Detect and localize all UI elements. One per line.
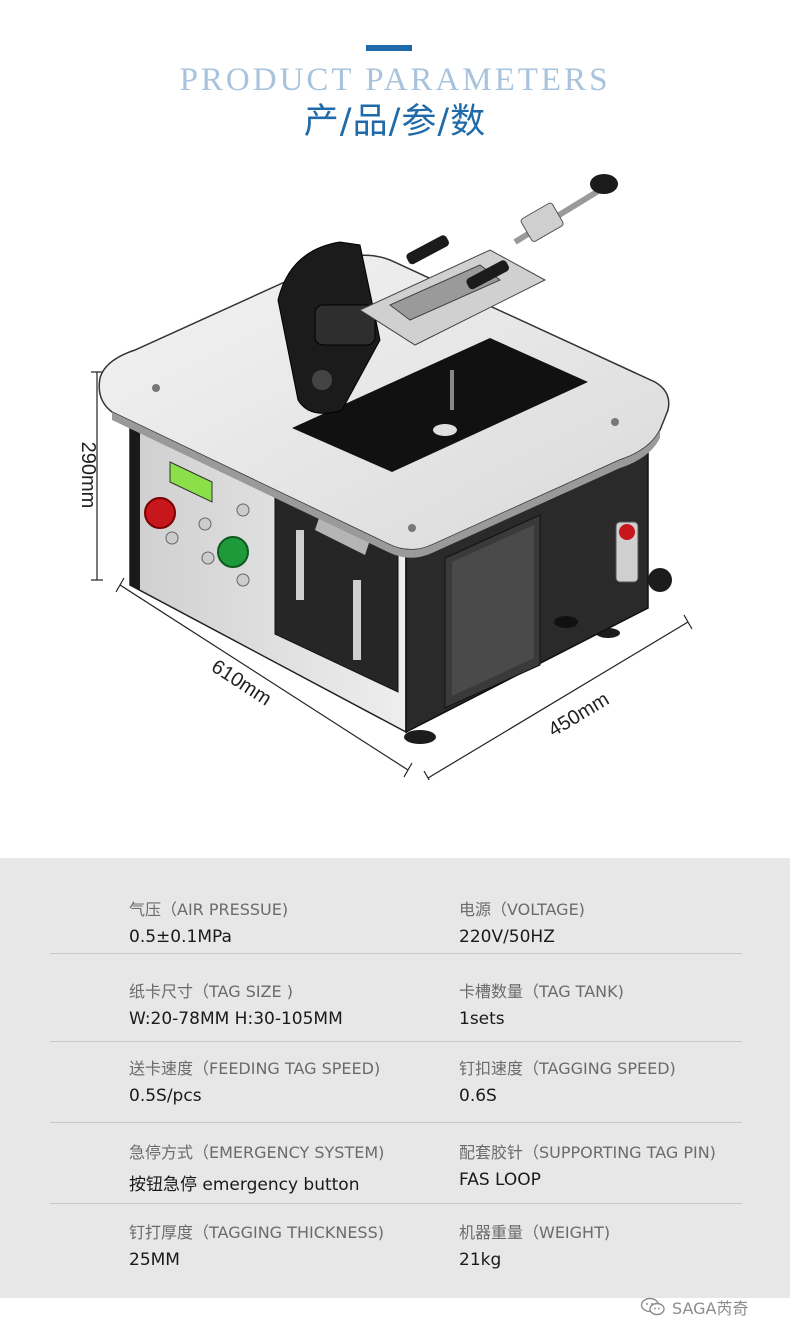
title-accent-bar	[366, 45, 412, 51]
spec-value: 220V/50HZ	[459, 927, 555, 947]
spec-row: 送卡速度（FEEDING TAG SPEED) 0.5S/pcs 钉扣速度（TA…	[50, 1055, 742, 1123]
spec-supporting-tag-pin: 配套胶针（SUPPORTING TAG PIN) FAS LOOP	[459, 1139, 716, 1190]
dimension-length-label: 610mm	[207, 656, 275, 711]
spec-feeding-tag-speed: 送卡速度（FEEDING TAG SPEED) 0.5S/pcs	[129, 1055, 380, 1106]
specs-panel: 气压（AIR PRESSUE) 0.5±0.1MPa 电源（VOLTAGE) 2…	[0, 858, 790, 1298]
machine-illustration: 290mm 610mm 450mm	[77, 174, 693, 780]
spec-label: 急停方式（EMERGENCY SYSTEM)	[129, 1143, 385, 1162]
watermark: SAGA芮奇	[640, 1296, 748, 1318]
spec-row: 纸卡尺寸（TAG SIZE ) W:20-78MM H:30-105MM 卡槽数…	[50, 978, 742, 1042]
spec-label: 气压（AIR PRESSUE)	[129, 900, 289, 919]
spec-row: 气压（AIR PRESSUE) 0.5±0.1MPa 电源（VOLTAGE) 2…	[50, 896, 742, 954]
spec-row: 急停方式（EMERGENCY SYSTEM) 按钮急停 emergency bu…	[50, 1139, 742, 1204]
spec-value: 1sets	[459, 1009, 505, 1029]
spec-value: 25MM	[129, 1250, 180, 1270]
spec-label: 卡槽数量（TAG TANK)	[459, 982, 624, 1001]
dimension-width-label: 450mm	[545, 688, 614, 741]
spec-label: 配套胶针（SUPPORTING TAG PIN)	[459, 1143, 716, 1162]
watermark-text: SAGA芮奇	[672, 1299, 749, 1318]
spec-label: 钉扣速度（TAGGING SPEED)	[459, 1059, 676, 1078]
spec-value: 21kg	[459, 1250, 502, 1270]
spec-emergency-system: 急停方式（EMERGENCY SYSTEM) 按钮急停 emergency bu…	[129, 1139, 384, 1195]
wechat-icon	[640, 1297, 665, 1316]
spec-value: FAS LOOP	[459, 1170, 541, 1190]
spec-label: 电源（VOLTAGE)	[459, 900, 585, 919]
dimension-height: 290mm	[77, 371, 103, 581]
spec-voltage: 电源（VOLTAGE) 220V/50HZ	[459, 896, 585, 947]
spec-value: 按钮急停 emergency button	[129, 1175, 360, 1195]
spec-value: 0.5S/pcs	[129, 1086, 202, 1106]
spec-tag-size: 纸卡尺寸（TAG SIZE ) W:20-78MM H:30-105MM	[129, 978, 343, 1029]
spec-tagging-thickness: 钉打厚度（TAGGING THICKNESS) 25MM	[129, 1219, 384, 1270]
spec-label: 机器重量（WEIGHT)	[459, 1223, 611, 1242]
dimension-height-label: 290mm	[77, 442, 99, 509]
spec-weight: 机器重量（WEIGHT) 21kg	[459, 1219, 610, 1270]
spec-tag-tank: 卡槽数量（TAG TANK) 1sets	[459, 978, 624, 1029]
spec-value: 0.6S	[459, 1086, 497, 1106]
spec-label: 钉打厚度（TAGGING THICKNESS)	[129, 1223, 384, 1242]
spec-row: 钉打厚度（TAGGING THICKNESS) 25MM 机器重量（WEIGHT…	[50, 1219, 742, 1279]
spec-label: 纸卡尺寸（TAG SIZE )	[129, 982, 293, 1001]
page-title-english: PRODUCT PARAMETERS	[179, 62, 611, 98]
spec-label: 送卡速度（FEEDING TAG SPEED)	[129, 1059, 381, 1078]
spec-value: W:20-78MM H:30-105MM	[129, 1009, 343, 1029]
spec-tagging-speed: 钉扣速度（TAGGING SPEED) 0.6S	[459, 1055, 676, 1106]
spec-value: 0.5±0.1MPa	[129, 927, 232, 947]
spec-air-pressure: 气压（AIR PRESSUE) 0.5±0.1MPa	[129, 896, 288, 947]
page-title-chinese: 产/品/参/数	[303, 102, 487, 142]
